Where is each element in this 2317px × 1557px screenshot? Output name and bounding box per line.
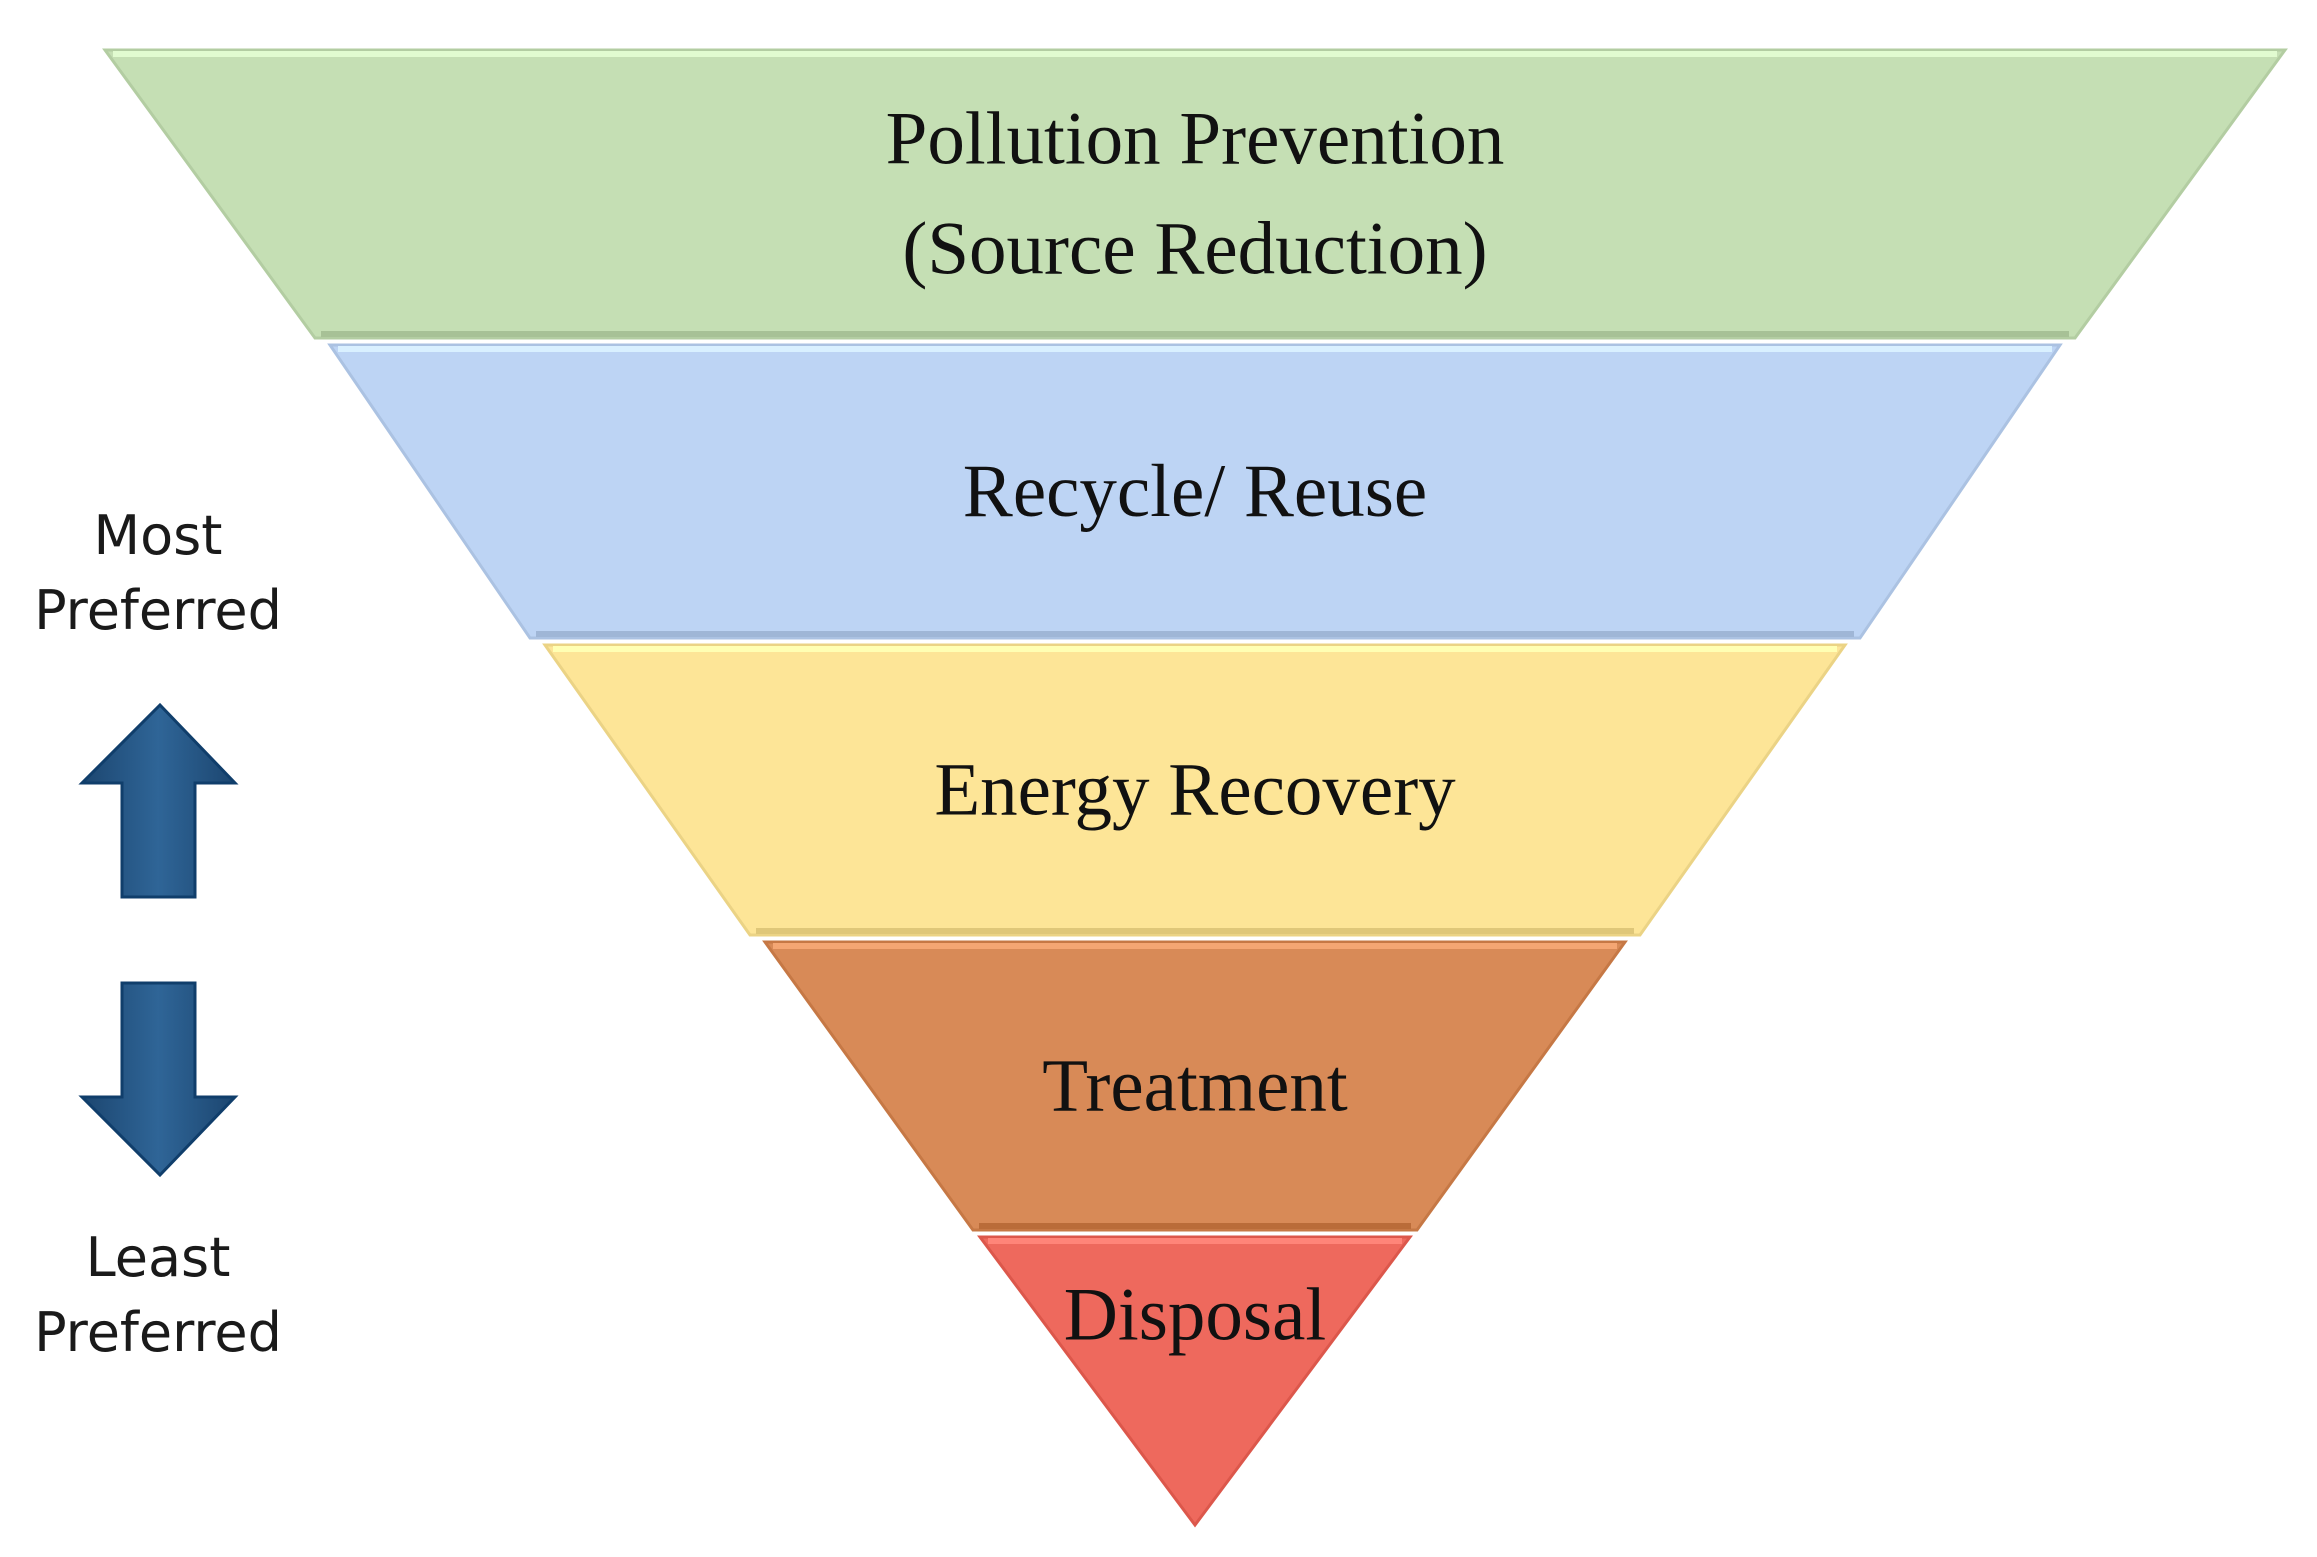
most-preferred-label: Most Preferred [18,498,298,648]
most-label-line2: Preferred [34,579,282,642]
tier-2-label: Recycle/ Reuse [963,450,1427,533]
tier-3-label: Energy Recovery [934,749,1456,832]
most-label-line1: Most [93,504,223,567]
tier-4-band [762,940,1628,1232]
tier-5-label: Disposal [1064,1274,1327,1357]
tier-3: Energy Recovery [542,643,1848,937]
tier-4: Treatment [762,940,1628,1232]
arrow-up-icon [78,702,239,899]
least-preferred-label: Least Preferred [18,1220,298,1370]
arrow-down-icon [78,981,239,1178]
tier-1-label: (Source Reduction) [902,208,1487,291]
least-label-line1: Least [85,1226,231,1289]
tier-5: Disposal [977,1235,1413,1528]
tier-1-label: Pollution Prevention [886,98,1505,181]
tier-2: Recycle/ Reuse [327,343,2063,640]
tier-1-band [102,48,2288,340]
tier-4-label: Treatment [1042,1045,1348,1128]
tier-1: Pollution Prevention (Source Reduction) [102,48,2288,340]
tier-5-band [977,1235,1413,1528]
least-label-line2: Preferred [34,1301,282,1364]
tier-3-band [542,643,1848,937]
tier-2-band [327,343,2063,640]
